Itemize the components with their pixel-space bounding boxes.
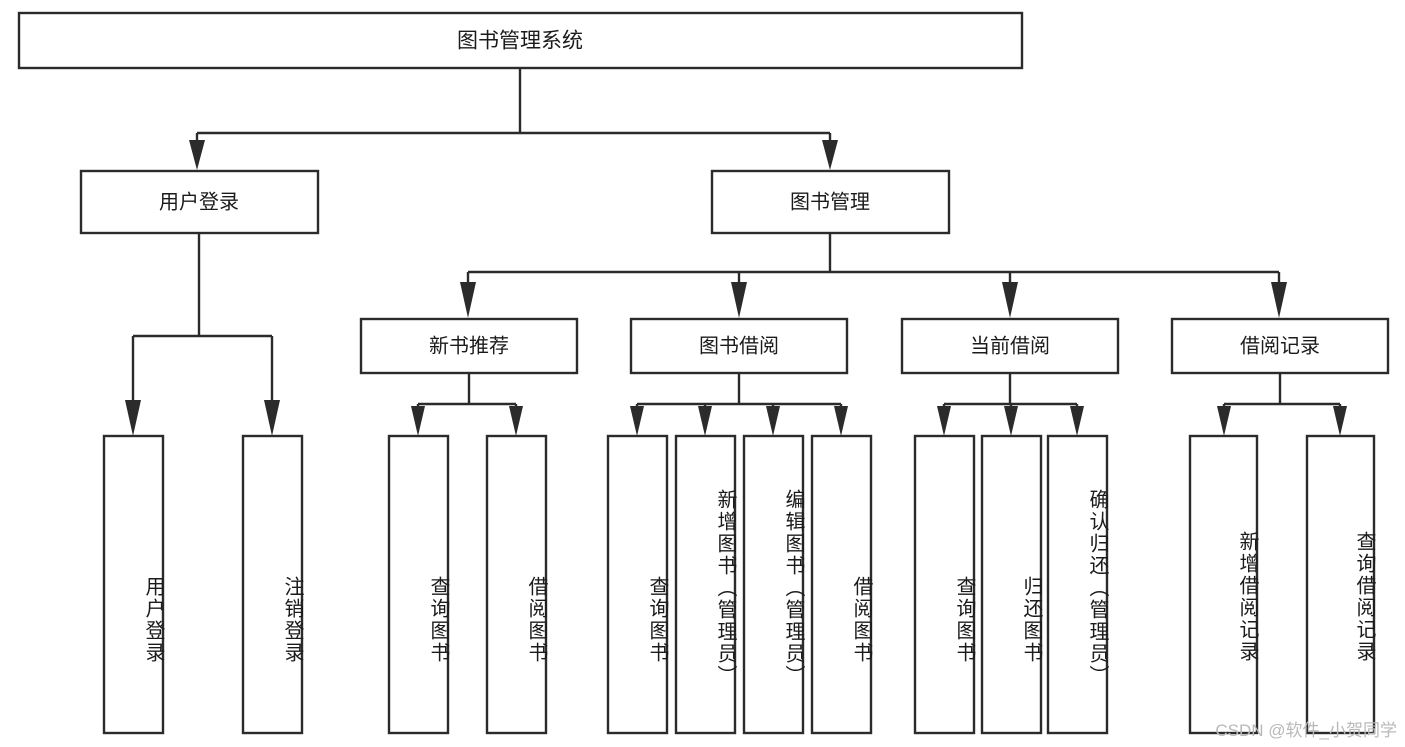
user-login-label: 用户登录 xyxy=(159,190,239,213)
connector-borrow-record-to-leaves xyxy=(1217,373,1347,436)
leaf-box-confirm-return[interactable] xyxy=(1046,434,1109,735)
new-book-recommend-box[interactable] xyxy=(359,317,579,375)
node-current-borrow[interactable]: 当前借阅 xyxy=(900,317,1120,375)
node-root[interactable]: 图书管理系统 xyxy=(17,11,1024,70)
node-book-management[interactable]: 图书管理 xyxy=(710,169,951,235)
book-borrow-label: 图书借阅 xyxy=(699,334,779,357)
arrow-head-icon xyxy=(189,140,205,170)
arrow-head-icon xyxy=(1271,282,1287,318)
arrow-head-icon xyxy=(766,406,780,436)
arrow-head-icon xyxy=(411,406,425,436)
connector-book-borrow-to-leaves xyxy=(630,373,848,436)
arrow-head-icon xyxy=(1004,406,1018,436)
leaf-box-query-book-3[interactable] xyxy=(913,434,976,735)
borrow-record-label: 借阅记录 xyxy=(1240,334,1320,357)
node-new-book-recommend[interactable]: 新书推荐 xyxy=(359,317,579,375)
arrow-head-icon xyxy=(698,406,712,436)
arrow-head-icon xyxy=(460,282,476,318)
arrow-head-icon xyxy=(822,140,838,170)
leaf-box-user-login[interactable] xyxy=(102,434,165,735)
current-borrow-box[interactable] xyxy=(900,317,1120,375)
arrow-head-icon xyxy=(731,282,747,318)
leaf-box-edit-book[interactable] xyxy=(742,434,805,735)
arrow-head-icon xyxy=(1333,406,1347,436)
leaf-box-logout[interactable] xyxy=(241,434,304,735)
leaf-box-borrow-book-2[interactable] xyxy=(810,434,873,735)
arrow-head-icon xyxy=(125,400,141,436)
arrow-head-icon xyxy=(630,406,644,436)
connector-root-to-level1 xyxy=(189,68,838,170)
connector-user-login-to-leaves xyxy=(125,233,280,436)
arrow-head-icon xyxy=(509,406,523,436)
node-borrow-record[interactable]: 借阅记录 xyxy=(1170,317,1390,375)
arrow-head-icon xyxy=(1070,406,1084,436)
arrow-head-icon xyxy=(1002,282,1018,318)
connector-new-book-recommend-to-leaves xyxy=(411,373,523,436)
leaf-box-query-book-2[interactable] xyxy=(606,434,669,735)
arrow-head-icon xyxy=(1217,406,1231,436)
arrow-head-icon xyxy=(937,406,951,436)
current-borrow-label: 当前借阅 xyxy=(970,334,1050,357)
root-label: 图书管理系统 xyxy=(457,30,583,53)
root-box[interactable] xyxy=(17,11,1024,70)
new-book-recommend-label: 新书推荐 xyxy=(429,334,509,357)
user-login-box[interactable] xyxy=(79,169,320,235)
connector-current-borrow-to-leaves xyxy=(937,373,1084,436)
leaf-box-add-record[interactable] xyxy=(1188,434,1259,735)
leaf-box-add-book[interactable] xyxy=(674,434,737,735)
leaf-box-query-book-1[interactable] xyxy=(387,434,450,735)
leaf-box-return-book[interactable] xyxy=(980,434,1043,735)
arrow-head-icon xyxy=(264,400,280,436)
watermark-text: CSDN @软件_小贺同学 xyxy=(1215,721,1397,740)
arrow-head-icon xyxy=(834,406,848,436)
book-management-label: 图书管理 xyxy=(790,190,870,213)
connector-book-management-to-level2 xyxy=(460,233,1287,318)
leaf-box-borrow-book-1[interactable] xyxy=(485,434,548,735)
leaf-box-query-record[interactable] xyxy=(1305,434,1376,735)
node-book-borrow[interactable]: 图书借阅 xyxy=(629,317,849,375)
node-user-login[interactable]: 用户登录 xyxy=(79,169,320,235)
